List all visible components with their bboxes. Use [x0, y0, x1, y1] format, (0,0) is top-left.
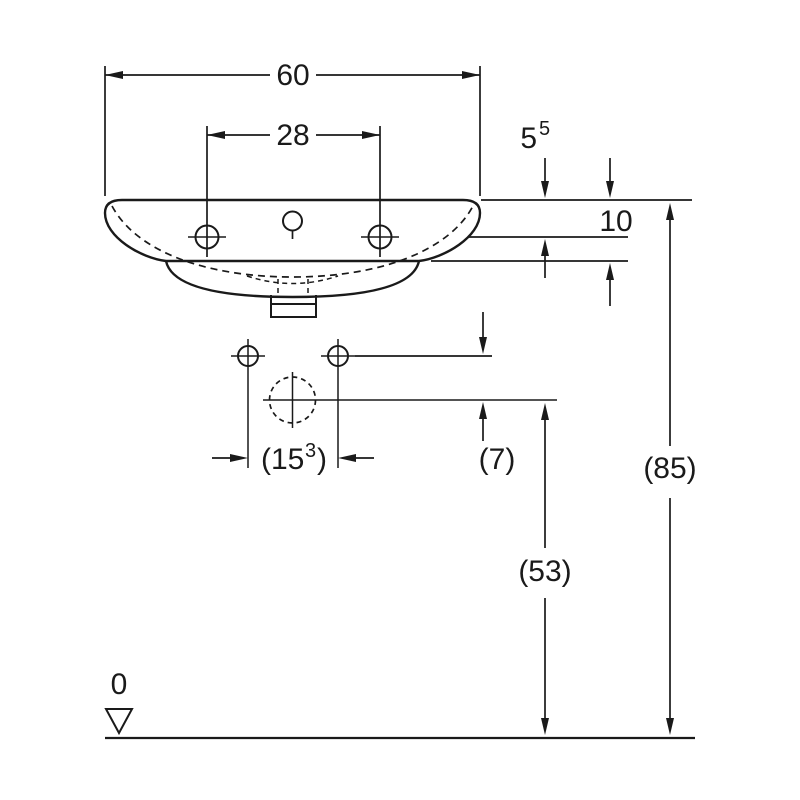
basin-inner-bowl-hidden-line	[111, 205, 474, 278]
dimension-rim-height: (85)	[643, 203, 697, 735]
dimension-total-width: 60	[104, 59, 481, 196]
dimension-label-rim-to-tap: 5	[520, 122, 537, 155]
dimension-mounting-hole-spacing: (15 3 )	[212, 440, 374, 476]
dimension-label-mount-to-drain: (7)	[479, 443, 516, 476]
dimension-mounting-to-drain: (7)	[479, 312, 516, 476]
arrowhead-down	[666, 718, 674, 735]
dimension-label-rim-to-apron: 10	[599, 205, 632, 238]
arrowhead-left	[338, 454, 356, 462]
mounting-holes	[231, 339, 355, 468]
dimension-rim-to-apron: 10	[599, 158, 633, 306]
dimension-rim-to-tap: 5 5	[520, 118, 550, 278]
arrowhead-right	[462, 71, 480, 79]
dimension-label-total-width: 60	[276, 59, 309, 92]
dimension-label-mount-spacing-open: (15	[261, 443, 304, 476]
floor-datum: 0	[104, 668, 695, 740]
arrowhead-right	[362, 131, 380, 139]
arrowhead-left	[207, 131, 225, 139]
dimension-label-mount-spacing-close: )	[317, 443, 327, 476]
arrowhead-up	[606, 263, 614, 280]
arrowhead-up	[541, 239, 549, 256]
reference-lines	[263, 199, 692, 401]
dimension-label-rim-to-tap-superscript: 5	[539, 118, 550, 140]
basin-front-view	[103, 198, 482, 318]
dimension-label-mount-spacing-superscript: 3	[305, 440, 316, 462]
arrowhead-down	[541, 181, 549, 198]
dimension-label-tap-spacing: 28	[276, 119, 309, 152]
drain-fitting	[270, 295, 317, 318]
arrowhead-left	[105, 71, 123, 79]
dimension-tap-hole-spacing: 28	[206, 119, 381, 257]
arrowhead-right	[230, 454, 248, 462]
arrowhead-down	[606, 181, 614, 198]
arrowhead-up	[541, 403, 549, 420]
arrowhead-down	[541, 718, 549, 735]
dimension-label-drain-height: (53)	[518, 555, 571, 588]
basin-bottom-hidden-line	[246, 275, 339, 285]
datum-triangle	[104, 708, 134, 736]
basin-lower-bowl-outline	[164, 260, 421, 299]
datum-zero-label: 0	[111, 668, 128, 701]
dimension-drain-height: (53)	[518, 403, 572, 735]
overflow-hole	[282, 210, 303, 232]
dimension-label-rim-height: (85)	[643, 452, 696, 485]
arrowhead-up	[479, 402, 487, 419]
arrowhead-up	[666, 203, 674, 220]
arrowhead-down	[479, 337, 487, 354]
